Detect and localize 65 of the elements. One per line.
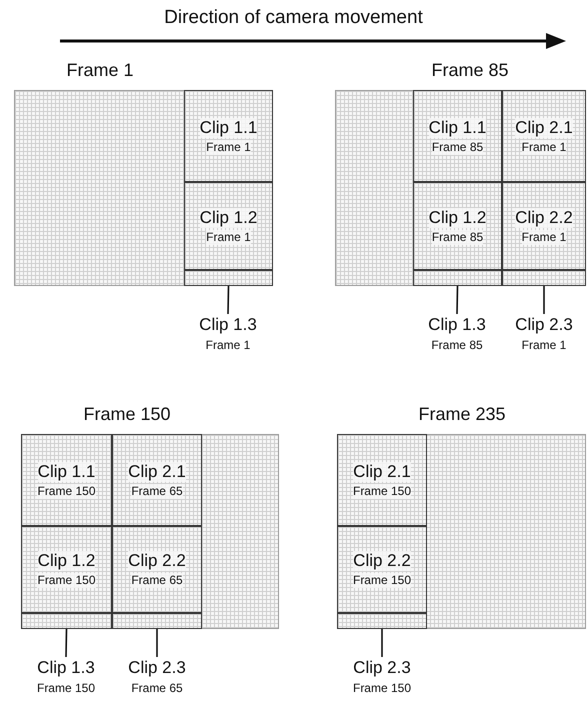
- frame-number: Frame 1: [522, 140, 566, 154]
- frame-number: Frame 85: [432, 230, 484, 244]
- frame-number: Frame 1: [206, 230, 251, 244]
- clip-name: Clip 1.2: [38, 551, 96, 571]
- frame-number: Frame 1: [522, 230, 566, 244]
- leader-line: [456, 286, 458, 314]
- clip-name: Clip 1.2: [200, 208, 258, 228]
- clip-box: [413, 182, 502, 270]
- leader-line: [156, 629, 158, 657]
- frame-number: Frame 150: [352, 573, 412, 588]
- clip-box: [502, 182, 586, 270]
- panel-heading: Frame 235: [418, 403, 506, 426]
- clip-box: [337, 434, 427, 526]
- leader-line: [543, 286, 545, 314]
- frame-number: Frame 150: [37, 573, 96, 588]
- frame-number: Frame 85: [432, 140, 484, 154]
- frame-number: Frame 65: [131, 680, 183, 697]
- frame-number: Frame 150: [37, 484, 96, 498]
- direction-label: Direction of camera movement: [163, 6, 424, 30]
- clip-name: Clip 2.2: [353, 551, 411, 571]
- frame-number: Frame 150: [352, 680, 412, 697]
- clip-bar: [337, 613, 427, 629]
- clip-bar: [112, 613, 202, 629]
- clip-bar: [21, 613, 112, 629]
- clip-name: Clip 2.3: [515, 314, 573, 336]
- panel-heading: Frame 1: [66, 59, 134, 82]
- clip-box: [21, 526, 112, 613]
- frame-number: Frame 85: [431, 337, 483, 354]
- clip-bar: [502, 270, 586, 286]
- clip-box: [413, 90, 502, 182]
- frame-number: Frame 150: [352, 484, 412, 498]
- clip-box: [184, 182, 273, 270]
- frame-number: Frame 150: [36, 680, 96, 697]
- clip-name: Clip 1.1: [200, 118, 258, 138]
- clip-name: Clip 2.1: [128, 462, 186, 482]
- clip-name: Clip 2.3: [353, 657, 411, 679]
- frame-number: Frame 1: [206, 140, 251, 154]
- frame-number: Frame 65: [131, 573, 183, 588]
- clip-name: Clip 1.1: [38, 462, 96, 482]
- clip-name: Clip 2.1: [515, 118, 573, 138]
- clip-name: Clip 1.3: [428, 314, 486, 336]
- clip-name: Clip 1.3: [199, 314, 257, 336]
- clip-box: [502, 90, 586, 182]
- clip-bar: [184, 270, 273, 286]
- clip-box: [112, 434, 202, 526]
- frame-number: Frame 1: [522, 337, 566, 354]
- panel-heading: Frame 150: [83, 403, 171, 426]
- clip-name: Clip 1.1: [428, 118, 486, 138]
- frame-number: Frame 65: [131, 484, 183, 498]
- clip-box: [21, 434, 112, 526]
- clip-name: Clip 1.2: [428, 208, 486, 228]
- panel-heading: Frame 85: [431, 59, 509, 82]
- clip-name: Clip 2.3: [128, 657, 186, 679]
- clip-name: Clip 2.1: [353, 462, 411, 482]
- clip-name: Clip 2.2: [515, 208, 573, 228]
- leader-line: [65, 628, 68, 658]
- frame-number: Frame 1: [206, 337, 250, 354]
- clip-name: Clip 1.3: [37, 657, 95, 679]
- clip-box: [112, 526, 202, 613]
- clip-box: [184, 90, 273, 182]
- clip-name: Clip 2.2: [128, 551, 186, 571]
- leader-line: [381, 629, 383, 657]
- leader-line: [227, 286, 230, 314]
- clip-box: [337, 526, 427, 613]
- clip-bar: [413, 270, 502, 286]
